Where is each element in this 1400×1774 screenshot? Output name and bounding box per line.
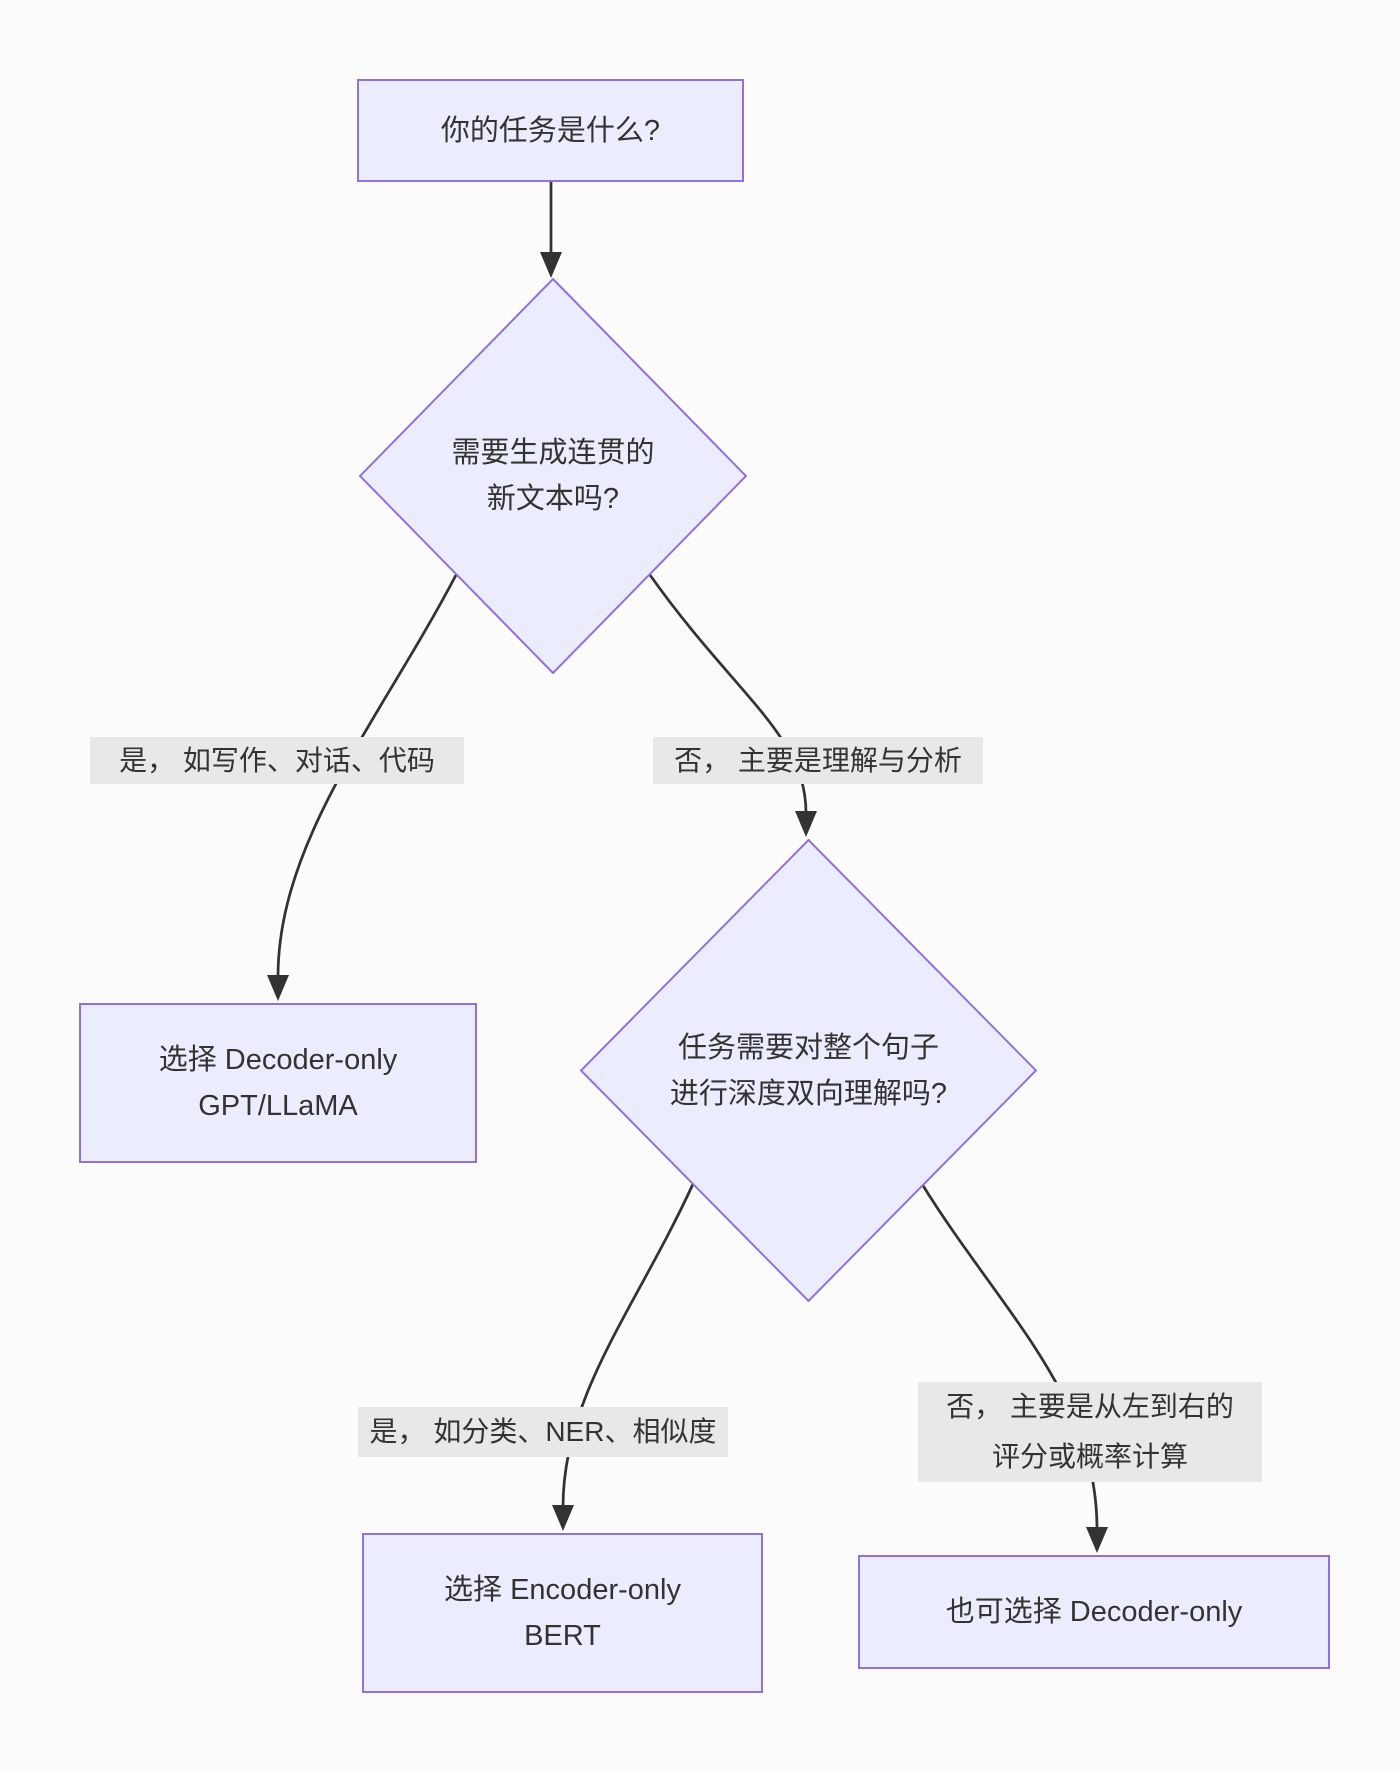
node-choose-decoder-line1: 选择 Decoder-only <box>158 1044 398 1076</box>
arrowhead-need-generation <box>540 252 562 278</box>
decision-need-bidirectional-shape <box>580 839 1037 1302</box>
node-also-decoder-text: 也可选择 Decoder-only <box>945 1596 1243 1628</box>
edge-label-no-bidirectional: 否， 主要是从左到右的 评分或概率计算 <box>918 1382 1262 1482</box>
decision-need-bidirectional: 任务需要对整个句子 进行深度双向理解吗? <box>580 839 1037 1302</box>
node-choose-encoder: 选择 Encoder-only BERT <box>362 1533 763 1693</box>
node-choose-decoder-line2: GPT/LLaMA <box>198 1090 358 1122</box>
node-task-question-text: 你的任务是什么? <box>440 114 661 147</box>
decision-need-generation: 需要生成连贯的 新文本吗? <box>359 278 747 674</box>
node-choose-decoder: 选择 Decoder-only GPT/LLaMA <box>79 1003 477 1163</box>
arrowhead-choose-decoder <box>267 975 289 1001</box>
edge-label-no-generation-text: 否， 主要是理解与分析 <box>674 744 962 776</box>
node-also-decoder: 也可选择 Decoder-only <box>858 1555 1330 1669</box>
arrowhead-choose-encoder <box>552 1505 574 1531</box>
edge-label-yes-generation-text: 是， 如写作、对话、代码 <box>119 744 435 776</box>
edge-label-yes-generation: 是， 如写作、对话、代码 <box>90 737 464 784</box>
decision-need-bidirectional-line2: 进行深度双向理解吗? <box>669 1077 948 1110</box>
arrowhead-need-bidirectional <box>795 811 817 837</box>
edge-need-bidirectional-to-choose-encoder <box>561 1183 695 1508</box>
node-choose-encoder-line1: 选择 Encoder-only <box>444 1574 681 1606</box>
edge-label-no-bidirectional-line2: 评分或概率计算 <box>991 1441 1188 1472</box>
edge-label-no-generation: 否， 主要是理解与分析 <box>653 737 983 784</box>
edge-need-generation-to-need-bidirectional <box>648 574 808 814</box>
decision-need-bidirectional-line1: 任务需要对整个句子 <box>677 1031 939 1064</box>
edge-label-yes-bidirectional-text: 是， 如分类、NER、相似度 <box>369 1416 717 1447</box>
edge-label-yes-bidirectional: 是， 如分类、NER、相似度 <box>358 1407 728 1457</box>
node-task-question: 你的任务是什么? <box>357 79 744 182</box>
arrowhead-also-decoder <box>1086 1527 1108 1553</box>
decision-need-generation-text: 需要生成连贯的 新文本吗? <box>359 278 747 674</box>
edge-label-no-bidirectional-line1: 否， 主要是从左到右的 <box>946 1391 1234 1422</box>
decision-need-generation-line2: 新文本吗? <box>486 483 620 515</box>
decision-need-generation-line1: 需要生成连贯的 <box>451 437 655 469</box>
node-choose-encoder-line2: BERT <box>524 1620 601 1652</box>
decision-need-generation-shape <box>359 278 747 674</box>
decision-need-bidirectional-text: 任务需要对整个句子 进行深度双向理解吗? <box>580 839 1037 1302</box>
